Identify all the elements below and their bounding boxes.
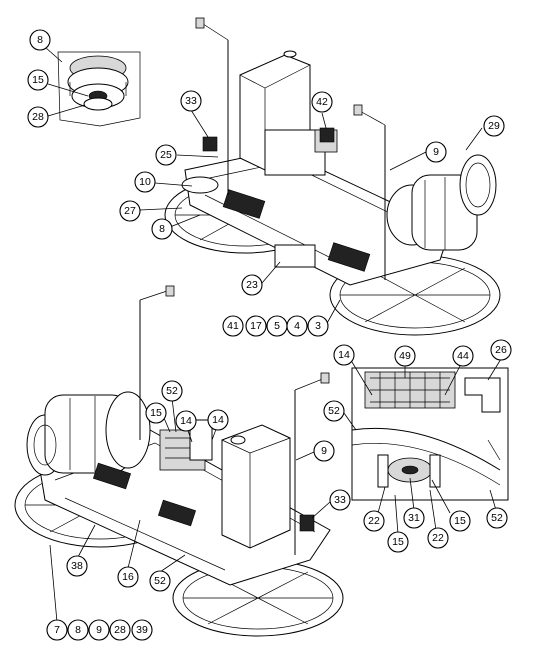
callout-52-detail: 52: [323, 400, 345, 422]
svg-text:41: 41: [227, 320, 239, 332]
callout-44: 44: [452, 345, 474, 367]
svg-text:15: 15: [32, 74, 44, 86]
svg-text:38: 38: [71, 560, 83, 572]
svg-text:9: 9: [96, 624, 102, 636]
callout-10: 10: [134, 171, 156, 193]
svg-text:22: 22: [432, 532, 444, 544]
callout-29: 29: [483, 115, 505, 137]
callout-4: 4: [286, 315, 308, 337]
callout-9-top: 9: [425, 141, 447, 163]
svg-text:39: 39: [136, 624, 148, 636]
svg-text:26: 26: [495, 344, 507, 356]
svg-text:8: 8: [37, 34, 43, 46]
callout-52-bottom-upper: 52: [161, 380, 183, 402]
callout-14-bottom-right: 14: [207, 409, 229, 431]
svg-text:28: 28: [114, 624, 126, 636]
callout-26: 26: [490, 339, 512, 361]
top-assembly: [164, 17, 501, 336]
bottom-assembly: [14, 285, 344, 637]
svg-text:27: 27: [124, 205, 136, 217]
svg-text:42: 42: [316, 96, 328, 108]
callout-8-hub-detail: 8: [29, 29, 51, 51]
svg-text:16: 16: [122, 571, 134, 583]
callout-23: 23: [241, 274, 263, 296]
svg-text:5: 5: [274, 320, 280, 332]
svg-text:28: 28: [32, 111, 44, 123]
callout-17: 17: [245, 315, 267, 337]
callout-15-bottom: 15: [145, 402, 167, 424]
callout-25: 25: [155, 144, 177, 166]
callout-33-bottom: 33: [329, 489, 351, 511]
svg-text:14: 14: [338, 349, 350, 361]
callout-42: 42: [311, 91, 333, 113]
callout-22-detail-lower: 22: [427, 527, 449, 549]
svg-text:52: 52: [491, 512, 503, 524]
svg-text:17: 17: [250, 320, 262, 332]
callout-49: 49: [394, 345, 416, 367]
callout-38: 38: [66, 555, 88, 577]
callouts: 8 15 28 33 42 29 25 9 10 27 8 23 41 17 5…: [27, 29, 512, 641]
svg-text:4: 4: [294, 320, 300, 332]
svg-text:52: 52: [328, 405, 340, 417]
svg-text:14: 14: [180, 415, 192, 427]
callout-8-bottom: 8: [67, 619, 89, 641]
detail-box: [351, 367, 509, 501]
callout-14-detail: 14: [333, 344, 355, 366]
leader-lines: [45, 47, 502, 623]
callout-15-detail-right: 15: [449, 510, 471, 532]
callout-28-bottom: 28: [109, 619, 131, 641]
svg-text:33: 33: [334, 494, 346, 506]
svg-text:9: 9: [321, 445, 327, 457]
callout-52-bottom-lower: 52: [149, 570, 171, 592]
callout-16: 16: [117, 566, 139, 588]
callout-15-detail-lower: 15: [387, 531, 409, 553]
svg-text:15: 15: [392, 536, 404, 548]
svg-text:52: 52: [166, 385, 178, 397]
callout-33-top: 33: [180, 90, 202, 112]
callout-5: 5: [266, 315, 288, 337]
svg-text:9: 9: [433, 146, 439, 158]
callout-15-hub-detail: 15: [27, 69, 49, 91]
svg-text:7: 7: [54, 624, 60, 636]
svg-text:15: 15: [454, 515, 466, 527]
svg-text:44: 44: [457, 350, 469, 362]
svg-text:22: 22: [368, 515, 380, 527]
callout-8-top: 8: [151, 218, 173, 240]
svg-text:29: 29: [488, 120, 500, 132]
svg-text:10: 10: [139, 176, 151, 188]
svg-text:23: 23: [246, 279, 258, 291]
svg-text:3: 3: [315, 320, 321, 332]
svg-text:33: 33: [185, 95, 197, 107]
detail-rotor-hub: [57, 51, 141, 127]
callout-39: 39: [131, 619, 153, 641]
svg-text:14: 14: [212, 414, 224, 426]
svg-text:8: 8: [75, 624, 81, 636]
callout-31: 31: [403, 507, 425, 529]
callout-52-detail-right: 52: [486, 507, 508, 529]
callout-22-detail-left: 22: [363, 510, 385, 532]
svg-text:8: 8: [159, 223, 165, 235]
callout-9-bottom: 9: [313, 440, 335, 462]
callout-7: 7: [46, 619, 68, 641]
callout-3: 3: [307, 315, 329, 337]
svg-text:15: 15: [150, 407, 162, 419]
callout-41: 41: [222, 315, 244, 337]
callout-9-bottom-row: 9: [88, 619, 110, 641]
svg-text:49: 49: [399, 350, 411, 362]
callout-14-bottom-left: 14: [175, 410, 197, 432]
svg-text:25: 25: [160, 149, 172, 161]
callout-27: 27: [119, 200, 141, 222]
svg-text:31: 31: [408, 512, 420, 524]
callout-28-hub-detail: 28: [27, 106, 49, 128]
svg-text:52: 52: [154, 575, 166, 587]
